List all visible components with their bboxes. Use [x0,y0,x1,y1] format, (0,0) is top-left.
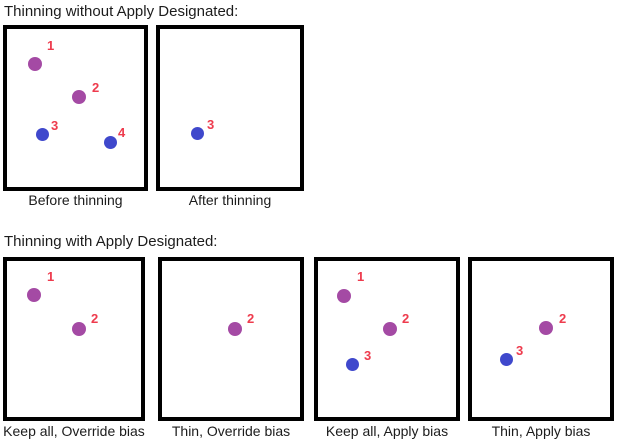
caption-after-thinning: After thinning [188,192,272,208]
caption-thin-apply-bias: Thin, Apply bias [491,423,591,439]
data-point-label-3: 3 [516,343,524,358]
data-point-2-purple [539,321,553,335]
caption-keep-all-apply-bias: Keep all, Apply bias [325,423,449,439]
section-title-with-apply: Thinning with Apply Designated: [4,233,218,250]
panel-after-thinning: 3 After thinning [156,25,304,208]
data-point-3-blue [499,352,513,366]
panel-box-after-thinning: 3 [156,25,304,191]
data-point-4-blue [103,135,117,149]
data-point-label-2: 2 [92,80,100,95]
panel-box-before-thinning: 1 2 3 4 [3,25,148,191]
data-point-label-3: 3 [364,348,372,363]
panel-before-thinning: 1 2 3 4 Before thinning [3,25,148,208]
data-point-1-purple [28,57,42,71]
data-point-2-purple [72,90,86,104]
caption-keep-all-override-bias: Keep all, Override bias [3,423,145,439]
data-point-2-purple [72,322,86,336]
panel-thin-override-bias: 2 Thin, Override bias [158,257,304,439]
data-point-1-purple [337,289,351,303]
data-point-label-1: 1 [47,38,55,53]
data-point-label-2: 2 [91,311,99,326]
data-point-label-1: 1 [357,269,365,284]
data-point-label-1: 1 [47,269,55,284]
data-point-label-2: 2 [402,311,410,326]
data-point-label-2: 2 [247,311,255,326]
data-point-3-blue [345,357,359,371]
panel-box-thin-override-bias: 2 [158,257,304,421]
data-point-label-2: 2 [559,311,567,326]
data-point-1-purple [27,288,41,302]
data-point-2-purple [383,322,397,336]
panel-keep-all-apply-bias: 1 2 3 Keep all, Apply bias [314,257,460,439]
data-point-label-4: 4 [118,125,126,140]
caption-before-thinning: Before thinning [28,192,123,208]
data-point-3-blue [190,126,204,140]
data-point-3-blue [35,127,49,141]
panel-box-keep-all-apply-bias: 1 2 3 [314,257,460,421]
data-point-label-3: 3 [207,117,215,132]
data-point-2-purple [228,322,242,336]
data-point-label-3: 3 [51,118,59,133]
caption-thin-override-bias: Thin, Override bias [171,423,291,439]
section-title-without-apply: Thinning without Apply Designated: [4,3,239,20]
